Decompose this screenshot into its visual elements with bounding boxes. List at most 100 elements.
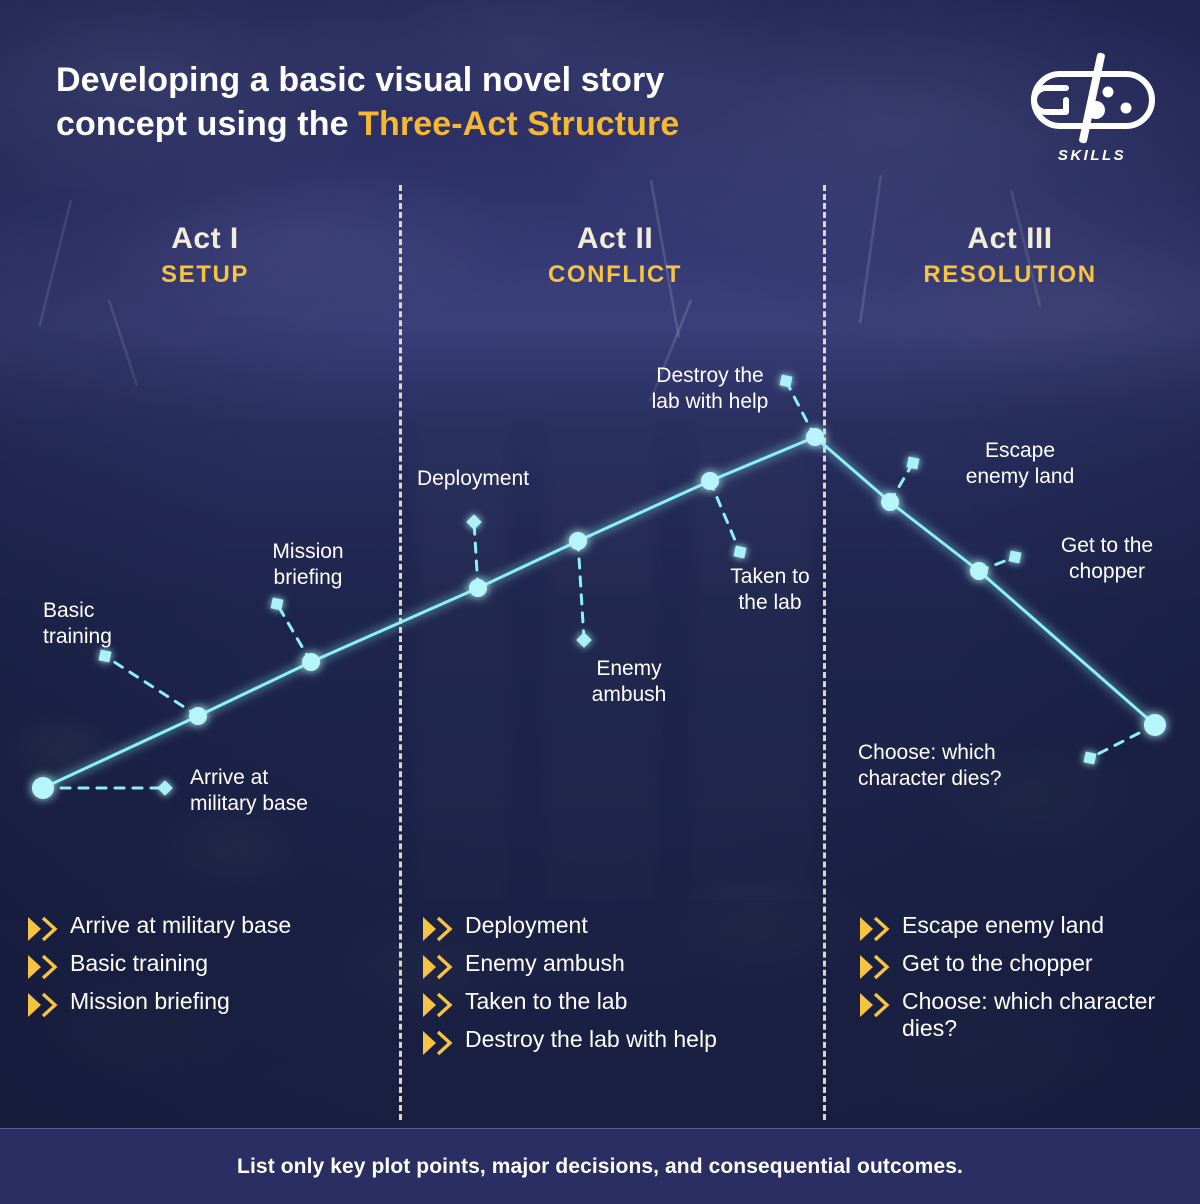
logo-slash-icon bbox=[1079, 52, 1105, 144]
leader-diamond-icon bbox=[157, 780, 173, 796]
list-item: Enemy ambush bbox=[421, 950, 821, 980]
double-chevron-icon bbox=[423, 954, 453, 980]
arc-line bbox=[42, 435, 1156, 790]
act-header-3: Act III RESOLUTION bbox=[840, 222, 1180, 289]
arc-node bbox=[302, 653, 320, 671]
list-item: Destroy the lab with help bbox=[421, 1026, 821, 1056]
double-chevron-icon bbox=[423, 992, 453, 1018]
leader-line bbox=[472, 520, 480, 590]
logo-dot-icon bbox=[1120, 102, 1132, 114]
leader-line bbox=[708, 479, 742, 554]
double-chevron-icon bbox=[28, 954, 58, 980]
act-3-roman: Act III bbox=[967, 222, 1053, 255]
list-item-label: Get to the chopper bbox=[902, 950, 1093, 976]
list-item-label: Taken to the lab bbox=[465, 988, 628, 1014]
leader-square-icon bbox=[98, 649, 112, 663]
arc-node bbox=[701, 472, 719, 490]
brand-logo: SKILLS bbox=[1030, 52, 1160, 164]
logo-dot-icon bbox=[1102, 86, 1114, 98]
double-chevron-icon bbox=[423, 1030, 453, 1056]
list-item-label: Arrive at military base bbox=[70, 912, 292, 938]
leader-square-icon bbox=[270, 597, 284, 611]
list-item: Deployment bbox=[421, 912, 821, 942]
page-title: Developing a basic visual novel story co… bbox=[56, 58, 936, 146]
act-divider-2 bbox=[823, 185, 826, 1120]
leader-diamond-icon bbox=[576, 632, 592, 648]
plot-label-deployment: Deployment bbox=[417, 467, 530, 490]
leader-square-icon bbox=[779, 374, 793, 388]
leader-line bbox=[103, 654, 200, 718]
leader-square-icon bbox=[733, 545, 747, 559]
arc-node bbox=[881, 493, 899, 511]
list-item: Taken to the lab bbox=[421, 988, 821, 1018]
double-chevron-icon bbox=[860, 954, 890, 980]
act-header-2: Act II CONFLICT bbox=[420, 222, 810, 289]
header: Developing a basic visual novel story co… bbox=[0, 0, 1200, 175]
act-2-roman: Act II bbox=[576, 222, 654, 255]
double-chevron-icon bbox=[28, 916, 58, 942]
list-item-label: Enemy ambush bbox=[465, 950, 625, 976]
footer-bar: List only key plot points, major decisio… bbox=[0, 1128, 1200, 1204]
page-title-line2-accent: Three-Act Structure bbox=[358, 105, 680, 144]
double-chevron-icon bbox=[28, 992, 58, 1018]
background-forest bbox=[0, 330, 1200, 1130]
page-title-line2-plain: concept using the bbox=[56, 105, 359, 144]
list-item: Escape enemy land bbox=[858, 912, 1188, 942]
arc-node bbox=[189, 707, 207, 725]
footer-note: List only key plot points, major decisio… bbox=[237, 1154, 963, 1178]
arc-polyline bbox=[42, 435, 1156, 790]
leader-line bbox=[784, 379, 817, 439]
background-ruins bbox=[380, 380, 840, 900]
arc-node bbox=[469, 579, 487, 597]
page-title-line1: Developing a basic visual novel story bbox=[56, 61, 665, 99]
double-chevron-icon bbox=[860, 992, 890, 1018]
act-1-roman: Act I bbox=[171, 222, 239, 255]
arc-node bbox=[32, 777, 54, 799]
list-item: Arrive at military base bbox=[26, 912, 396, 942]
act-1-phase: SETUP bbox=[160, 261, 249, 288]
leader-diamond-icon bbox=[466, 514, 482, 530]
list-item-label: Choose: which character dies? bbox=[902, 988, 1156, 1042]
leader-line bbox=[1088, 723, 1157, 760]
arc-nodes bbox=[32, 428, 1166, 799]
leader-square-icon bbox=[1083, 751, 1097, 765]
arc-node bbox=[806, 428, 824, 446]
list-item: Get to the chopper bbox=[858, 950, 1188, 980]
leader-square-icon bbox=[906, 456, 920, 470]
list-item-label: Deployment bbox=[465, 912, 588, 938]
list-item: Mission briefing bbox=[26, 988, 396, 1018]
double-chevron-icon bbox=[423, 916, 453, 942]
leader-line bbox=[576, 539, 586, 642]
double-chevron-icon bbox=[860, 916, 890, 942]
arc-node bbox=[970, 562, 988, 580]
list-item: Basic training bbox=[26, 950, 396, 980]
arc-node bbox=[1144, 714, 1166, 736]
act-3-phase: RESOLUTION bbox=[923, 261, 1097, 288]
list-item-label: Mission briefing bbox=[70, 988, 230, 1014]
act-2-phase: CONFLICT bbox=[547, 261, 683, 288]
leader-square-icon bbox=[1008, 550, 1022, 564]
background-forest-texture bbox=[0, 330, 1200, 1130]
act-divider-1 bbox=[399, 185, 402, 1120]
act-header-1: Act I SETUP bbox=[60, 222, 350, 289]
logo-wordmark: SKILLS bbox=[1057, 147, 1127, 164]
list-item-label: Destroy the lab with help bbox=[465, 1026, 717, 1052]
arc-node bbox=[569, 532, 587, 550]
list-item-label: Escape enemy land bbox=[902, 912, 1105, 938]
